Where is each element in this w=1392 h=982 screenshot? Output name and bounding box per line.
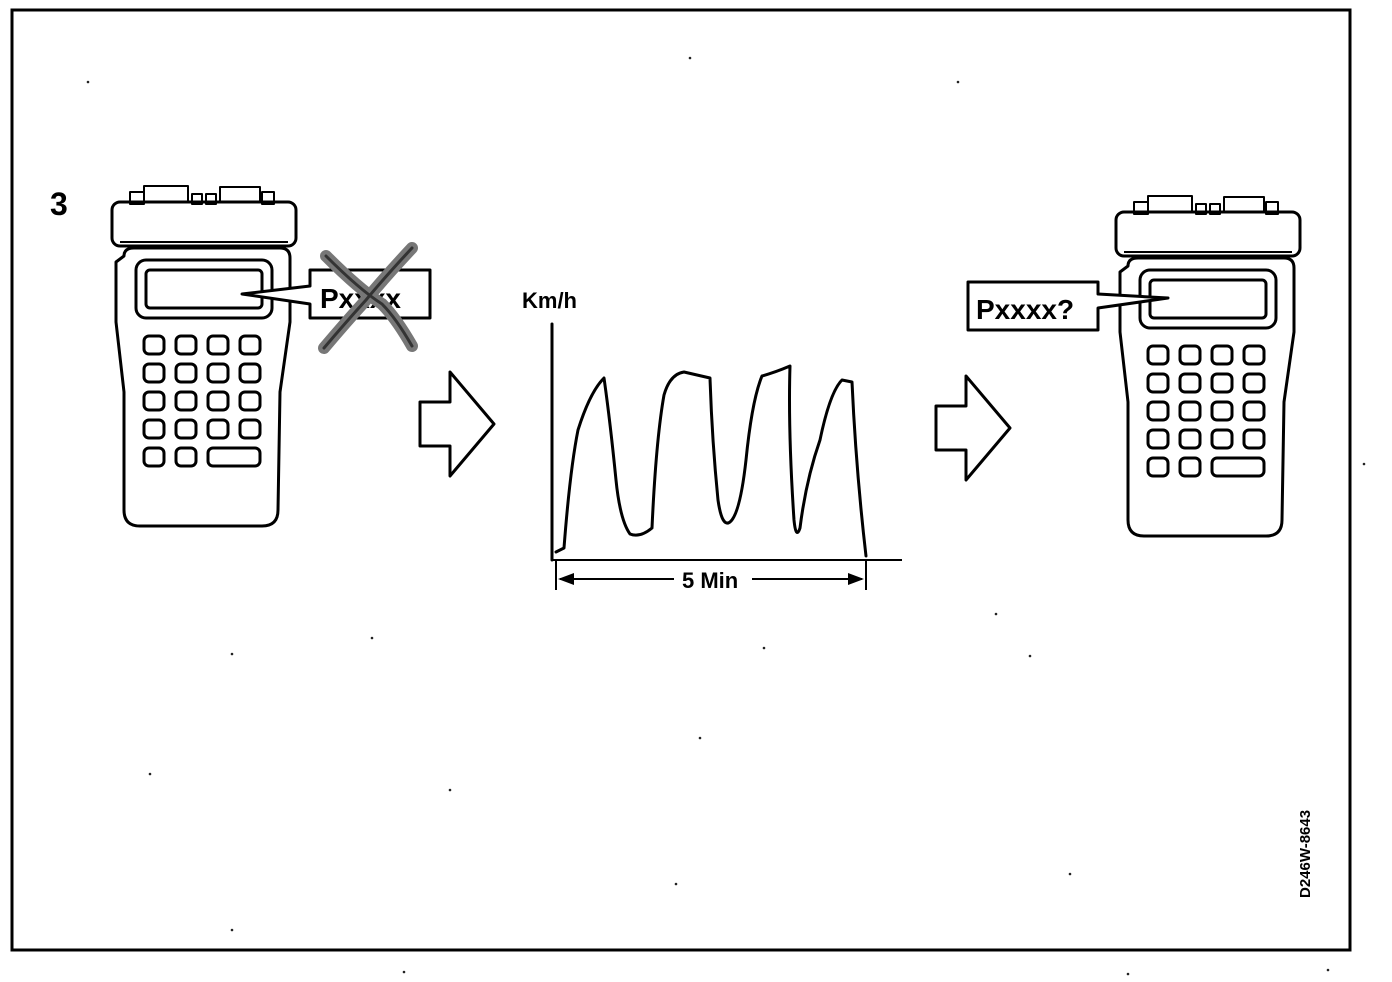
- hand-held-tester-icon: [1114, 194, 1302, 538]
- duration-label: 5 Min: [682, 568, 738, 593]
- right-tester: Pxxxx?: [966, 194, 1302, 538]
- speed-trace: [554, 364, 868, 558]
- duration-arrowhead-left: [558, 573, 574, 585]
- right-display-code: Pxxxx?: [976, 294, 1074, 325]
- step-number: 3: [50, 186, 68, 222]
- left-tester: Pxxxx: [110, 184, 432, 528]
- right-arrow-icon: [418, 370, 496, 478]
- figure-code: D246W-8643: [1297, 810, 1314, 898]
- scan-specks: [86, 56, 1366, 976]
- hand-held-tester-icon: [110, 184, 298, 528]
- right-speech-bubble: Pxxxx?: [966, 280, 1170, 332]
- drive-cycle-graph: Km/h 5 Min: [522, 288, 902, 593]
- duration-arrowhead-right: [848, 573, 864, 585]
- graph-y-label: Km/h: [522, 288, 577, 313]
- right-arrow-icon: [934, 374, 1012, 482]
- figure-frame: [10, 8, 1352, 952]
- cross-out-icon: [318, 242, 418, 354]
